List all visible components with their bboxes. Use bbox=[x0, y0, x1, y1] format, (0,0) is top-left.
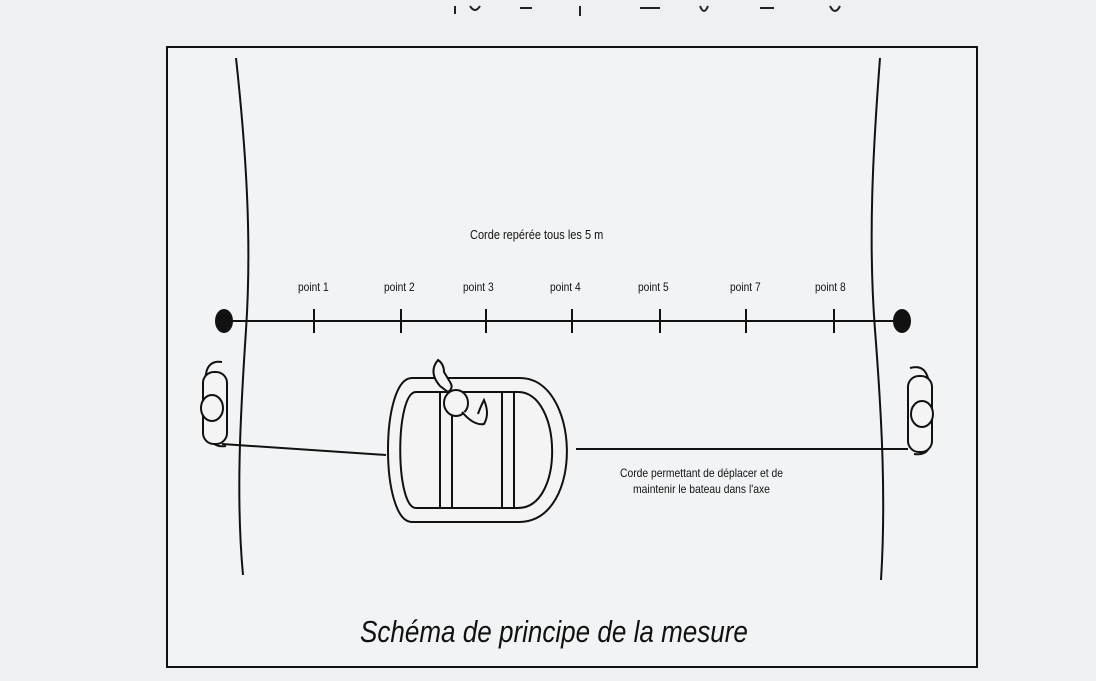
boat-rope-note-line2: maintenir le bateau dans l'axe bbox=[633, 482, 770, 496]
cropped-title-fragment bbox=[454, 5, 841, 16]
anchor-post-right-icon bbox=[893, 309, 911, 333]
diagram-caption: Schéma de principe de la mesure bbox=[360, 614, 748, 649]
boat-rope-note-line1: Corde permettant de déplacer et de bbox=[620, 466, 783, 480]
point-label-7: point 7 bbox=[730, 280, 761, 294]
point-label-4: point 4 bbox=[550, 280, 581, 294]
point-label-8: point 8 bbox=[815, 280, 846, 294]
person-left-bank-icon bbox=[200, 360, 228, 448]
point-label-1: point 1 bbox=[298, 280, 329, 294]
rope-marking-note: Corde repérée tous les 5 m bbox=[470, 228, 604, 242]
point-label-3: point 3 bbox=[463, 280, 494, 294]
right-riverbank-line bbox=[870, 57, 885, 581]
anchor-post-left-icon bbox=[215, 309, 233, 333]
boat-rope-note: Corde permettant de déplacer et de maint… bbox=[620, 465, 783, 497]
rope-tick-marks bbox=[313, 309, 835, 333]
left-riverbank-line bbox=[235, 57, 250, 576]
boat-icon bbox=[387, 377, 568, 523]
diagram-frame bbox=[166, 46, 978, 668]
person-right-bank-icon bbox=[907, 366, 934, 456]
boat-rope-left bbox=[221, 443, 387, 456]
point-label-2: point 2 bbox=[384, 280, 415, 294]
person-in-boat-icon bbox=[432, 358, 488, 426]
point-label-5: point 5 bbox=[638, 280, 669, 294]
